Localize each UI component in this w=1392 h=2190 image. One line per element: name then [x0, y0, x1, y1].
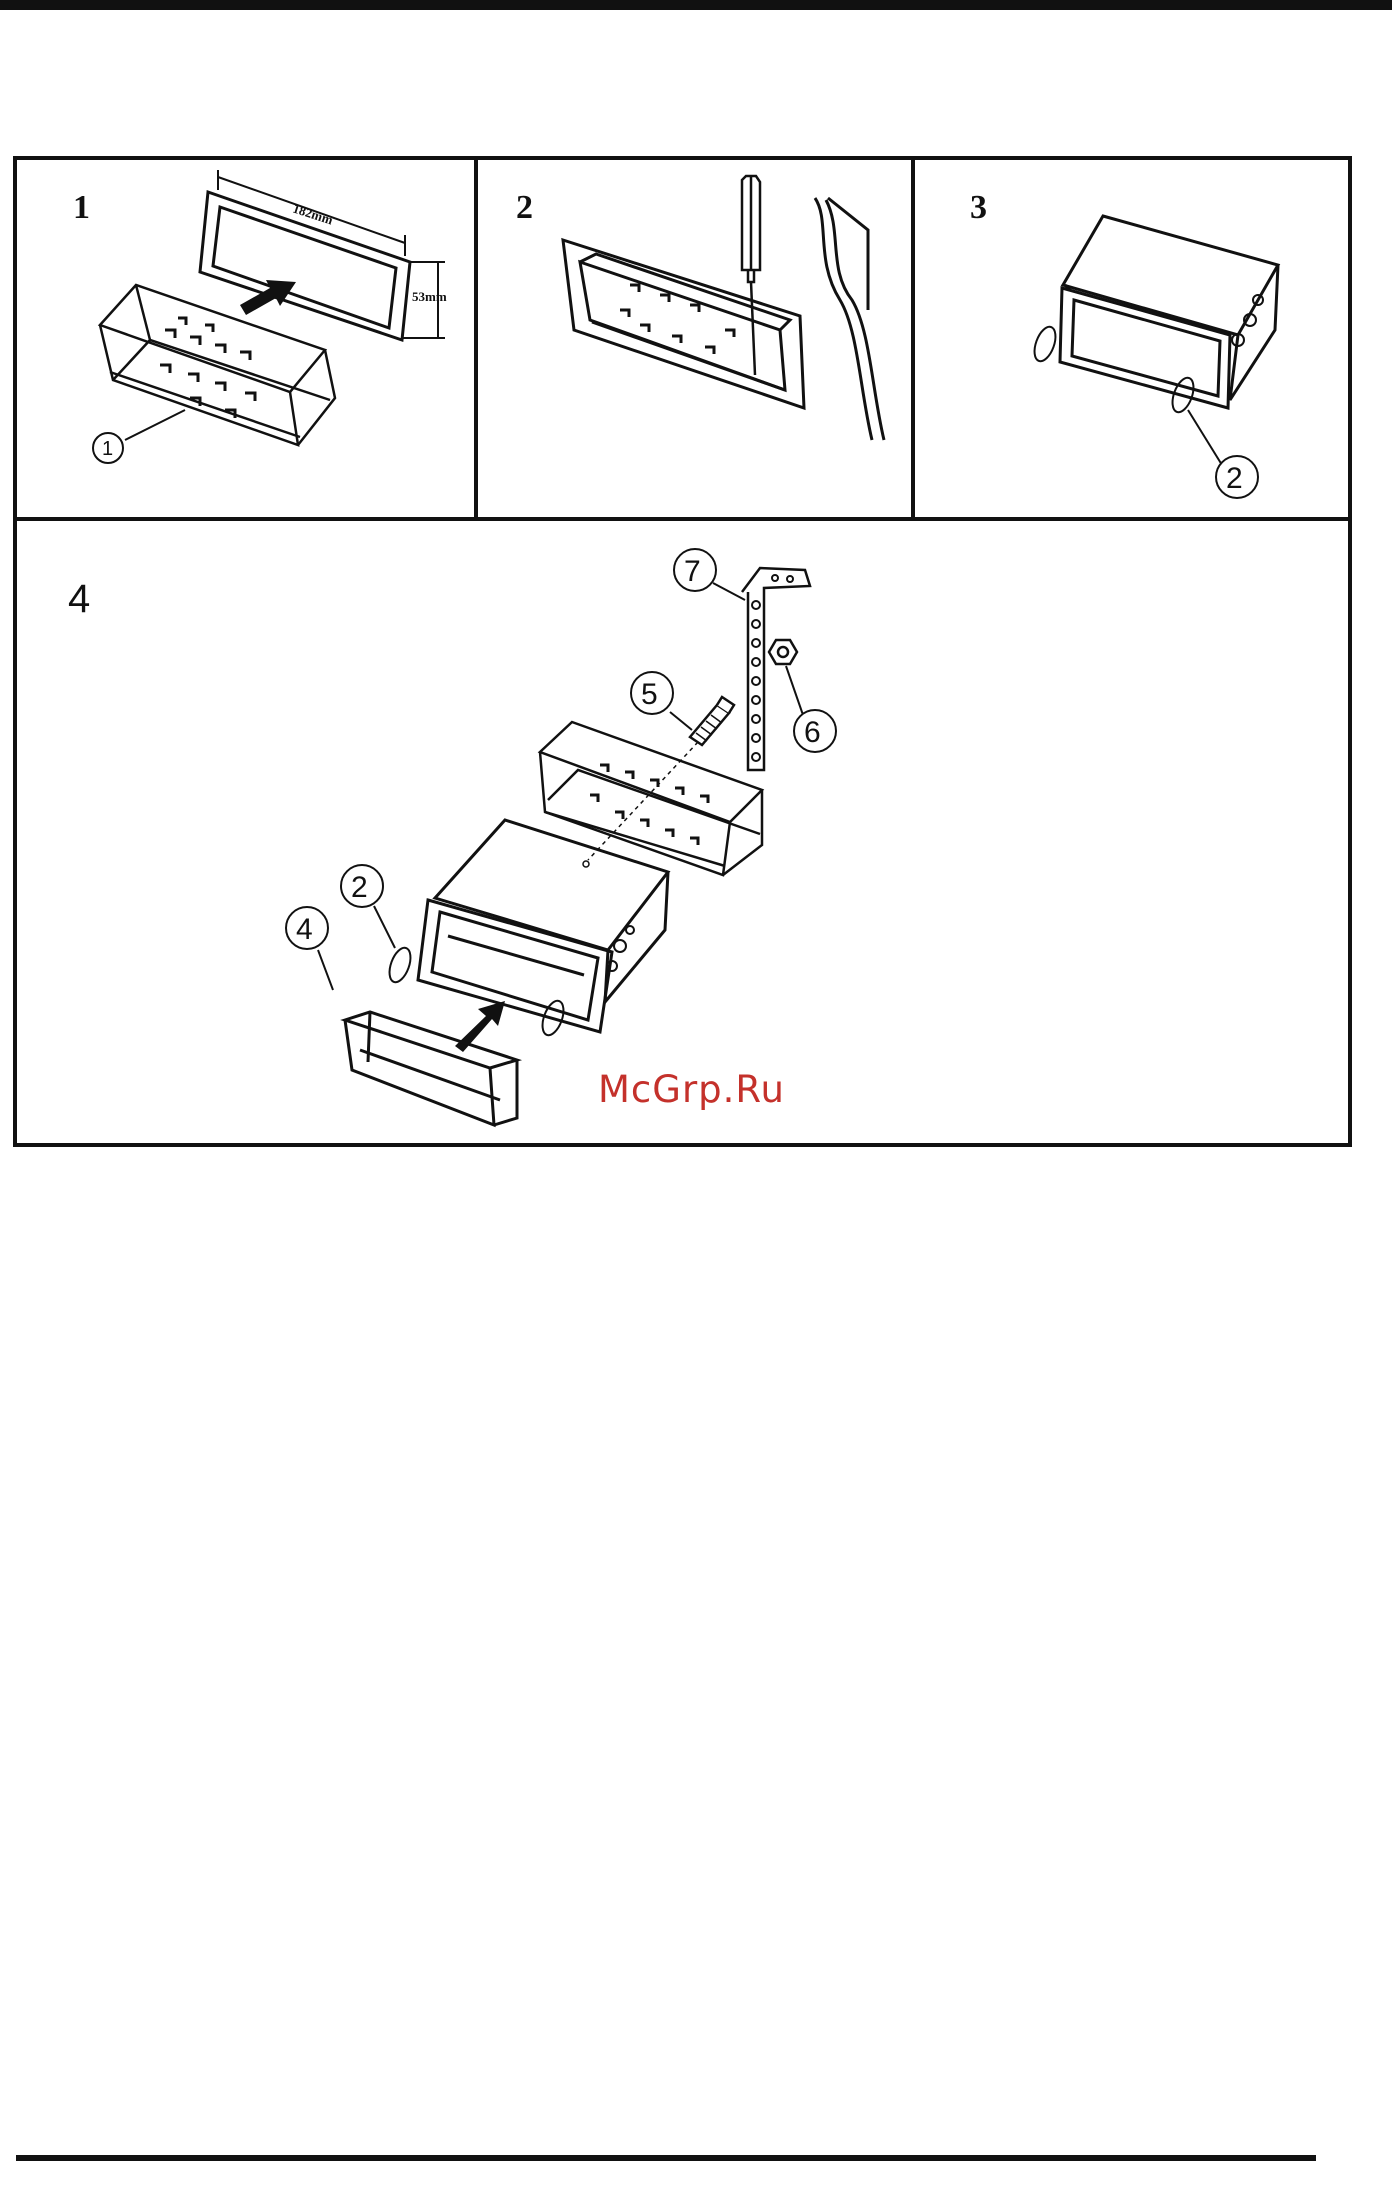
- mounting-sleeve: [100, 285, 335, 445]
- sleeve-4: [540, 722, 762, 875]
- panel-3-number: 3: [970, 189, 987, 226]
- callout-4: 4: [286, 907, 333, 990]
- front-panel-4: [418, 900, 612, 1032]
- sleeve-tabs: [160, 318, 255, 418]
- panel-4: 4 7 5: [68, 549, 836, 1125]
- panel-2: 2: [516, 176, 884, 440]
- arrow-icon: [455, 1001, 505, 1052]
- dashboard-opening: [563, 240, 804, 408]
- trim-ring-4: [345, 1012, 517, 1125]
- watermark: McGrp.Ru: [598, 1068, 785, 1111]
- callout-2-panel4: 2: [341, 865, 395, 948]
- panel-1-number: 1: [73, 189, 90, 226]
- callout-6: 6: [786, 666, 836, 752]
- front-frame: [1060, 288, 1230, 408]
- panel-3: 3 2: [970, 189, 1278, 498]
- dash-edge: [815, 198, 884, 440]
- callout-5: 5: [631, 672, 692, 730]
- callout-1: 1: [93, 410, 185, 463]
- svg-text:2: 2: [1226, 462, 1243, 495]
- bottom-rule: [16, 2155, 1316, 2161]
- svg-text:1: 1: [102, 438, 113, 460]
- svg-text:5: 5: [641, 678, 658, 711]
- svg-text:6: 6: [804, 716, 821, 749]
- panel-1: 1 182mm 53mm: [73, 170, 447, 463]
- callout-2-panel3: 2: [1188, 410, 1258, 498]
- washer-icon: [385, 945, 567, 1038]
- svg-text:2: 2: [351, 871, 368, 904]
- screwdriver-icon: [742, 176, 760, 375]
- nut-icon: [769, 640, 797, 664]
- panel-grid: [15, 158, 1350, 1145]
- svg-text:4: 4: [296, 913, 313, 946]
- svg-text:7: 7: [684, 555, 701, 588]
- panel-2-number: 2: [516, 189, 533, 226]
- callout-7: 7: [674, 549, 745, 600]
- bolt-icon: [690, 697, 734, 745]
- panel-4-number: 4: [68, 577, 90, 621]
- washer-icon: [1030, 324, 1197, 415]
- dim-height-label: 53mm: [412, 289, 447, 304]
